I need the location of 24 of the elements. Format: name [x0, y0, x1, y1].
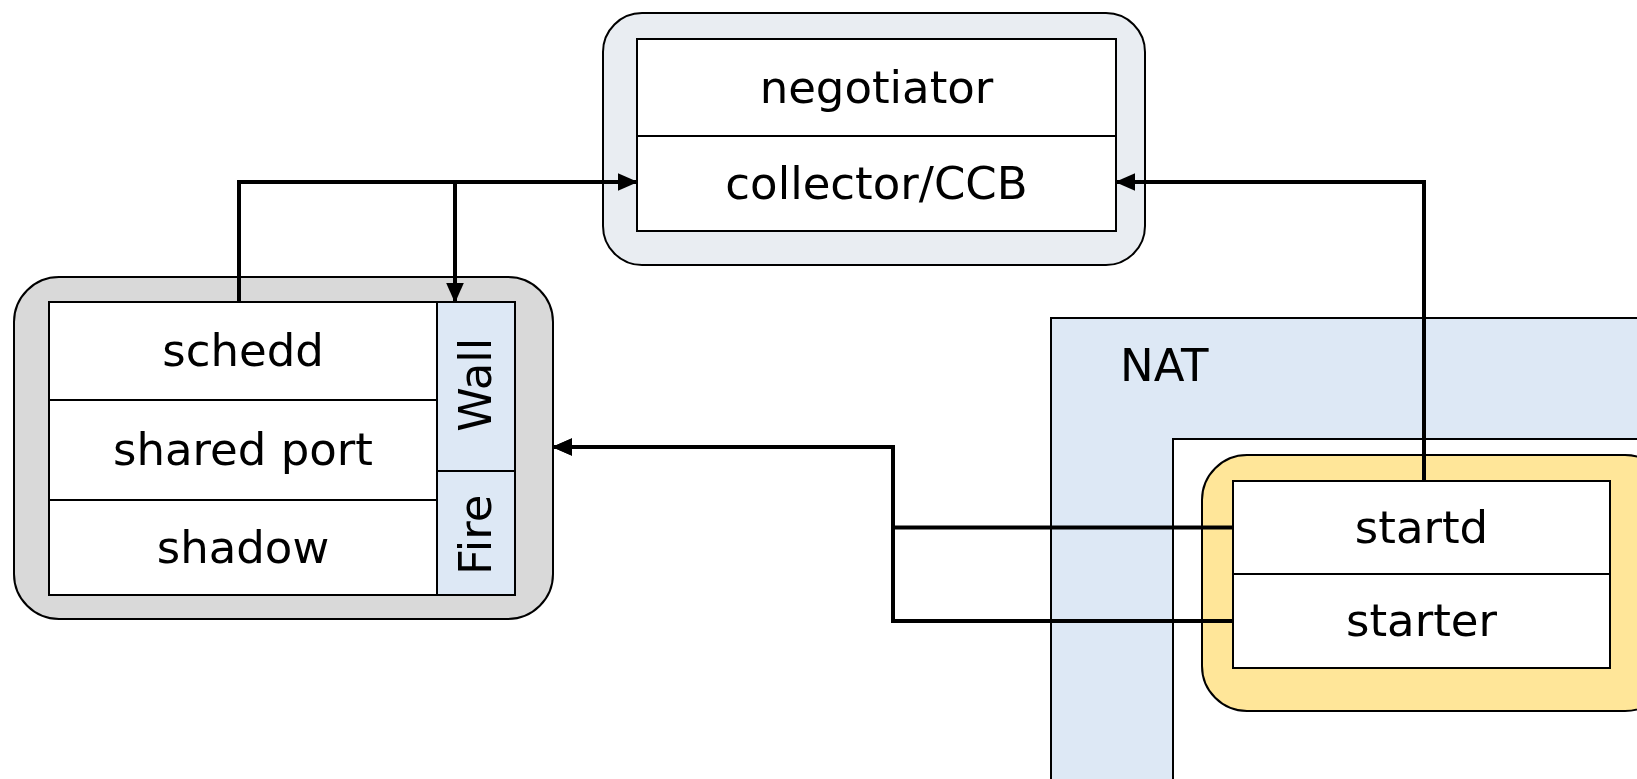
machine-box	[602, 12, 1146, 266]
arrow	[237, 180, 464, 303]
daemon-box	[48, 399, 438, 501]
firewall-label: Wall	[451, 337, 501, 432]
daemon-label: shadow	[156, 522, 330, 573]
arrow	[1115, 173, 1426, 480]
firewall-box	[436, 301, 516, 596]
daemon-box	[1232, 573, 1611, 669]
daemon-box	[1232, 480, 1611, 575]
machine-box	[1201, 454, 1637, 712]
machine-box	[13, 276, 554, 620]
daemon-label: collector/CCB	[725, 158, 1028, 209]
daemon-label: negotiator	[759, 62, 994, 113]
daemon-label: shared port	[113, 425, 373, 475]
daemon-box	[48, 301, 438, 401]
region-label: NAT	[1120, 341, 1209, 391]
daemon-box	[636, 135, 1117, 232]
daemon-label: schedd	[162, 326, 324, 376]
daemon-box	[48, 499, 438, 596]
daemon-label: startd	[1354, 502, 1489, 553]
daemon-box	[636, 38, 1117, 137]
daemon-label: starter	[1346, 596, 1497, 646]
nat-region	[1050, 317, 1637, 779]
firewall-label: Fire	[451, 494, 501, 576]
